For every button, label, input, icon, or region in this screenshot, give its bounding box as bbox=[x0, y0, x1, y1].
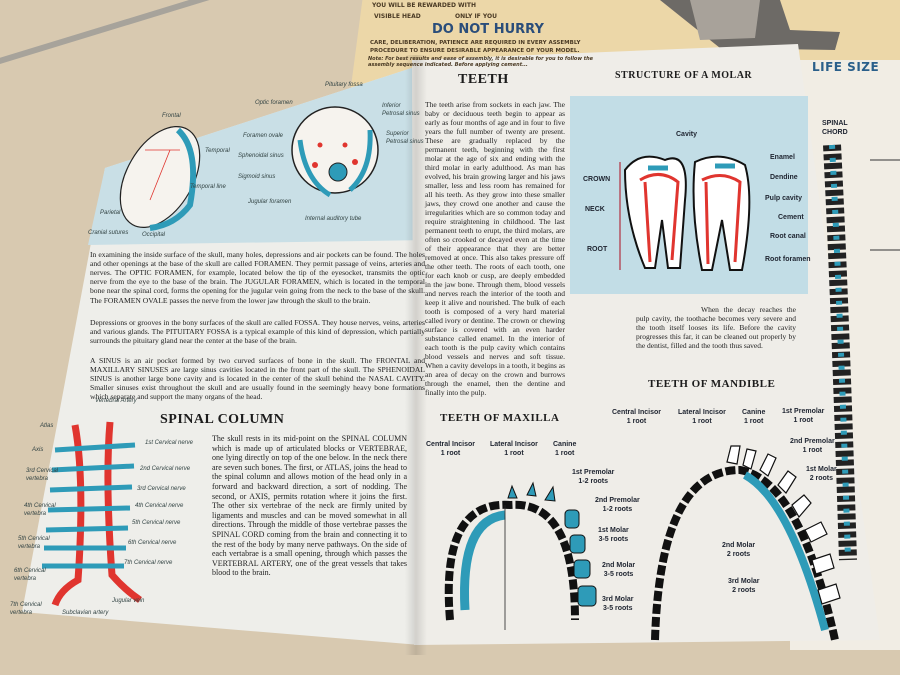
skull-paragraph-foramen: In examining the inside surface of the s… bbox=[90, 250, 425, 305]
molar-label: CROWN bbox=[583, 176, 611, 183]
back-sheet-line: VISIBLE HEAD bbox=[374, 13, 421, 20]
spine-label: 4th Cervical vertebra bbox=[24, 503, 56, 517]
molar-label: Dendine bbox=[770, 174, 798, 181]
mandible-label: 3rd Molar 2 roots bbox=[728, 578, 760, 594]
spine-label: 3rd Cervical nerve bbox=[137, 486, 186, 492]
maxilla-label: 1st Premolar 1-2 roots bbox=[572, 469, 615, 485]
mandible-label: 2nd Premolar 1 root bbox=[790, 438, 835, 454]
maxilla-arch bbox=[444, 481, 597, 630]
skull-side-label: Frontal bbox=[162, 113, 181, 119]
molar-label: Enamel bbox=[770, 154, 795, 161]
skull-base-label: Jugular foramen bbox=[248, 199, 292, 205]
spinal-chord-label: SPINAL CHORD bbox=[822, 120, 848, 136]
maxilla-label: Central Incisor 1 root bbox=[426, 441, 476, 457]
spine-label: Atlas bbox=[40, 423, 54, 429]
skull-base-label: Pituitary fossa bbox=[325, 82, 363, 88]
back-sheet-heading: DO NOT HURRY bbox=[432, 22, 544, 37]
back-sheet-note: Note: For best results and ease of assem… bbox=[368, 56, 594, 68]
spine-label: Subclavian artery bbox=[62, 610, 109, 616]
mandible-arch bbox=[651, 445, 841, 641]
molar-label: NECK bbox=[585, 206, 605, 213]
molar-label: ROOT bbox=[587, 246, 608, 253]
skull-base-label: Optic foramen bbox=[255, 100, 293, 106]
maxilla-label: Lateral Incisor 1 root bbox=[490, 441, 538, 457]
mandible-label: Central Incisor 1 root bbox=[612, 409, 662, 425]
booklet-spine bbox=[405, 55, 427, 655]
maxilla-title: TEETH OF MAXILLA bbox=[440, 412, 560, 424]
spine-drawing bbox=[42, 421, 142, 607]
mandible-label: 2nd Molar 2 roots bbox=[722, 542, 756, 558]
back-sheet-line: PROCEDURE TO ENSURE DESIRABLE APPEARANCE… bbox=[370, 48, 580, 54]
mandible-label: Lateral Incisor 1 root bbox=[678, 409, 726, 425]
molar-caption: When the decay reaches the pulp cavity, … bbox=[636, 305, 796, 350]
teeth-title: TEETH bbox=[458, 72, 509, 87]
skull-paragraph-sinus: A SINUS is an air pocket formed by two c… bbox=[90, 356, 425, 402]
spine-label: Axis bbox=[32, 447, 44, 453]
skull-base-label: Sigmoid sinus bbox=[238, 174, 276, 180]
spine-label: 3rd Cervical vertebra bbox=[26, 468, 59, 482]
mandible-title: TEETH OF MANDIBLE bbox=[648, 378, 776, 390]
skull-base-label: Superior Petrosal sinus bbox=[386, 131, 424, 145]
spinal-column-text: The skull rests in its mid-point on the … bbox=[212, 434, 407, 578]
skull-base-label: Inferior Petrosal sinus bbox=[382, 103, 420, 117]
molar-left bbox=[623, 155, 687, 269]
molar-label: Root foramen bbox=[765, 256, 811, 263]
mandible-label: Canine 1 root bbox=[742, 409, 766, 425]
molar-title: STRUCTURE OF A MOLAR bbox=[615, 70, 753, 81]
mandible-label: 1st Premolar 1 root bbox=[782, 408, 825, 424]
skull-base-view bbox=[291, 106, 379, 198]
maxilla-label: 1st Molar 3-5 roots bbox=[598, 527, 629, 543]
skull-base-label: Foramen ovale bbox=[243, 133, 284, 139]
mandible-label: 1st Molar 2 roots bbox=[806, 466, 837, 482]
maxilla-label: 2nd Molar 3-5 roots bbox=[602, 562, 636, 578]
skull-base-label: Internal auditory tube bbox=[305, 216, 362, 222]
back-sheet-line: CARE, DELIBERATION, PATIENCE ARE REQUIRE… bbox=[370, 40, 581, 46]
spine-label: 5th Cervical vertebra bbox=[18, 536, 50, 550]
life-size-heading: LIFE SIZE bbox=[812, 60, 880, 74]
molar-label: Cavity bbox=[676, 131, 698, 138]
skull-base-label: Sphenoidal sinus bbox=[238, 153, 284, 159]
spine-label: 6th Cervical vertebra bbox=[14, 568, 46, 582]
molar-right bbox=[692, 155, 751, 271]
molar-label: Cement bbox=[778, 214, 804, 221]
skull-side-label: Temporal bbox=[205, 148, 230, 154]
spine-label: 1st Cervical nerve bbox=[145, 440, 194, 446]
spine-label: 7th Cervical nerve bbox=[124, 560, 173, 566]
skull-side-view bbox=[119, 125, 201, 231]
skull-paragraph-fossa: Depressions or grooves in the bony surfa… bbox=[90, 318, 425, 346]
skull-side-label: Temporal line bbox=[190, 184, 226, 190]
maxilla-label: 3rd Molar 3-5 roots bbox=[602, 596, 634, 612]
skull-side-label: Parietal bbox=[100, 210, 121, 216]
spinal-column-title: SPINAL COLUMN bbox=[160, 412, 285, 427]
spine-label: 4th Cervical nerve bbox=[135, 503, 184, 509]
back-sheet-line: YOU WILL BE REWARDED WITH bbox=[372, 2, 476, 9]
spine-label: 2nd Cervical nerve bbox=[140, 466, 191, 472]
maxilla-label: Canine 1 root bbox=[553, 441, 577, 457]
spine-label: 6th Cervical nerve bbox=[128, 540, 177, 546]
spine-label: 7th Cervical vertebra bbox=[10, 602, 42, 616]
molar-illustration-panel bbox=[570, 96, 808, 294]
molar-label: Root canal bbox=[770, 233, 806, 240]
back-sheet-line: ONLY IF YOU bbox=[455, 13, 497, 20]
spine-label: Jugular vein bbox=[112, 598, 145, 604]
spine-label: 5th Cervical nerve bbox=[132, 520, 181, 526]
skull-side-label: Cranial sutures bbox=[88, 230, 129, 236]
molar-label: Pulp cavity bbox=[765, 195, 802, 202]
spine-label: Vertebral Artery bbox=[95, 398, 137, 404]
teeth-text: The teeth arise from sockets in each jaw… bbox=[425, 100, 565, 397]
skull-side-label: Occipital bbox=[142, 232, 166, 238]
maxilla-label: 2nd Premolar 1-2 roots bbox=[595, 497, 640, 513]
